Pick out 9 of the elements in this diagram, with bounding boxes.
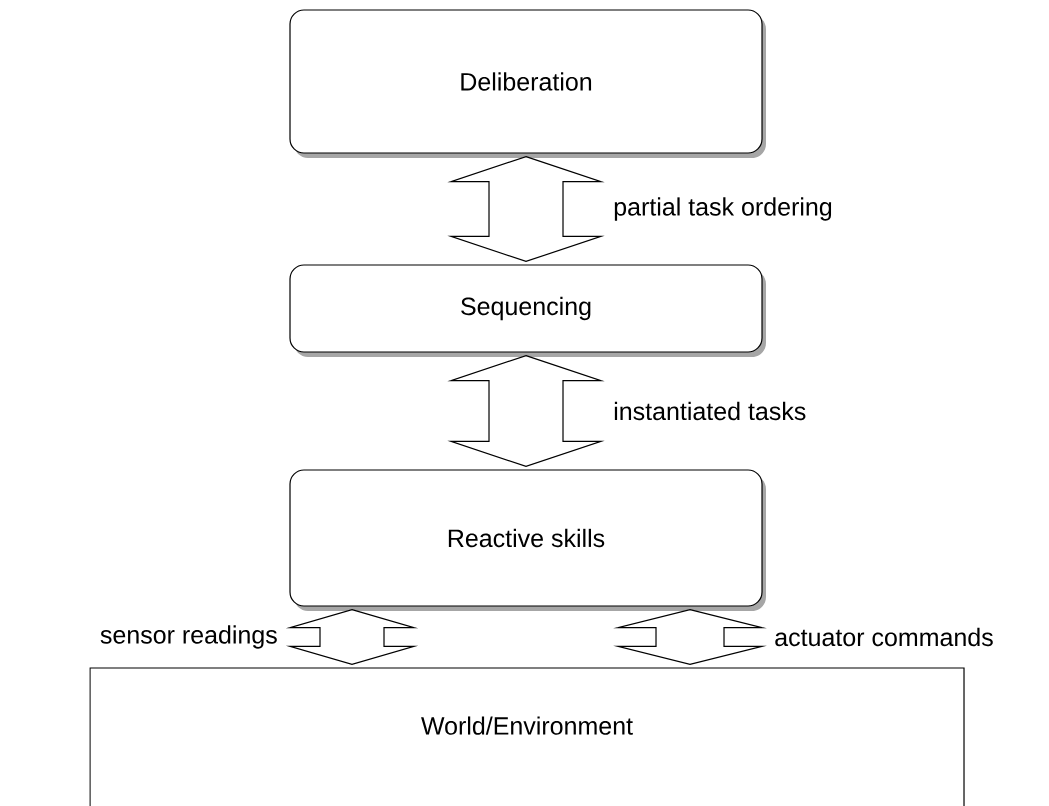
layer-box: Deliberation	[289, 9, 766, 158]
edge-label: actuator commands	[775, 627, 993, 647]
edge-label: sensor readings	[100, 625, 277, 649]
environment-box: World/Environment	[89, 667, 965, 806]
block-arrow	[613, 609, 767, 665]
layer-box: Sequencing	[289, 264, 766, 357]
edge-label: partial task ordering	[614, 197, 832, 221]
edge-label: instantiated tasks	[614, 401, 806, 421]
layer-box: Reactive skills	[289, 469, 766, 611]
